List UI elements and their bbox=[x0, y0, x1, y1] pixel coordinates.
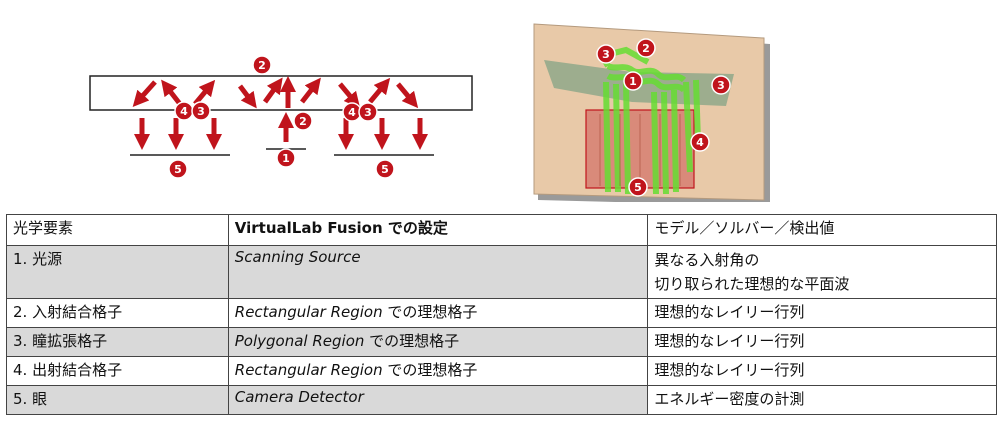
svg-text:4: 4 bbox=[348, 106, 356, 119]
badge: 3 bbox=[596, 44, 616, 64]
setting-cell: Rectangular Region での理想格子 bbox=[227, 298, 649, 328]
badge: 3 bbox=[358, 102, 378, 122]
model-cell: 理想的なレイリー行列 bbox=[647, 327, 997, 357]
svg-text:5: 5 bbox=[381, 163, 389, 176]
badge: 1 bbox=[623, 71, 643, 91]
element-cell: 4. 出射結合格子 bbox=[6, 356, 229, 386]
svg-text:1: 1 bbox=[282, 152, 290, 165]
badge: 4 bbox=[174, 101, 194, 121]
badge: 5 bbox=[168, 159, 188, 179]
svg-text:1: 1 bbox=[629, 75, 637, 88]
element-cell: 3. 瞳拡張格子 bbox=[6, 327, 229, 357]
svg-text:4: 4 bbox=[696, 136, 704, 149]
svg-text:3: 3 bbox=[717, 79, 725, 92]
grating-lines bbox=[599, 114, 681, 186]
svg-text:3: 3 bbox=[197, 105, 205, 118]
header-model: モデル／ソルバー／検出値 bbox=[647, 214, 997, 246]
svg-text:2: 2 bbox=[642, 42, 650, 55]
optical-element-table: 光学要素 VirtualLab Fusion での設定 モデル／ソルバー／検出値… bbox=[6, 214, 997, 415]
waveguide-3d-view: 3 2 1 3 4 5 bbox=[533, 23, 770, 202]
setting-cell: Rectangular Region での理想格子 bbox=[227, 356, 649, 386]
table-row: 1. 光源 Scanning Source 異なる入射角の切り取られた理想的な平… bbox=[6, 245, 997, 299]
svg-text:5: 5 bbox=[634, 181, 642, 194]
propagation-arrows bbox=[132, 75, 419, 109]
table-row: 2. 入射結合格子 Rectangular Region での理想格子 理想的な… bbox=[6, 298, 997, 328]
header-element: 光学要素 bbox=[6, 214, 229, 246]
badge: 3 bbox=[191, 101, 211, 121]
badge: 2 bbox=[636, 38, 656, 58]
header-setting: VirtualLab Fusion での設定 bbox=[227, 214, 649, 246]
setting-cell: Polygonal Region での理想格子 bbox=[227, 327, 649, 357]
setting-cell: Scanning Source bbox=[227, 245, 649, 299]
badge: 2 bbox=[293, 111, 313, 131]
badge: 1 bbox=[276, 148, 296, 168]
badge: 2 bbox=[252, 55, 272, 75]
output-arrows bbox=[133, 118, 429, 151]
svg-text:3: 3 bbox=[364, 106, 372, 119]
waveguide-schematic: 2 4 3 2 1 4 3 5 5 bbox=[89, 55, 473, 179]
badge: 3 bbox=[711, 75, 731, 95]
setting-cell: Camera Detector bbox=[227, 385, 649, 415]
model-cell: 異なる入射角の切り取られた理想的な平面波 bbox=[647, 245, 997, 299]
badge: 5 bbox=[628, 177, 648, 197]
element-cell: 2. 入射結合格子 bbox=[6, 298, 229, 328]
badge: 5 bbox=[375, 159, 395, 179]
badge: 4 bbox=[690, 132, 710, 152]
model-cell: エネルギー密度の計測 bbox=[647, 385, 997, 415]
model-cell: 理想的なレイリー行列 bbox=[647, 298, 997, 328]
element-cell: 1. 光源 bbox=[6, 245, 229, 299]
badge: 4 bbox=[342, 102, 362, 122]
table-header-row: 光学要素 VirtualLab Fusion での設定 モデル／ソルバー／検出値 bbox=[6, 214, 997, 246]
ray-bundles bbox=[597, 46, 701, 195]
table-row: 5. 眼 Camera Detector エネルギー密度の計測 bbox=[6, 385, 997, 415]
svg-text:3: 3 bbox=[602, 48, 610, 61]
svg-text:2: 2 bbox=[299, 115, 307, 128]
svg-text:5: 5 bbox=[174, 163, 182, 176]
model-cell: 理想的なレイリー行列 bbox=[647, 356, 997, 386]
svg-text:4: 4 bbox=[180, 105, 188, 118]
svg-text:2: 2 bbox=[258, 59, 266, 72]
table-row: 4. 出射結合格子 Rectangular Region での理想格子 理想的な… bbox=[6, 356, 997, 386]
table-row: 3. 瞳拡張格子 Polygonal Region での理想格子 理想的なレイリ… bbox=[6, 327, 997, 357]
element-cell: 5. 眼 bbox=[6, 385, 229, 415]
